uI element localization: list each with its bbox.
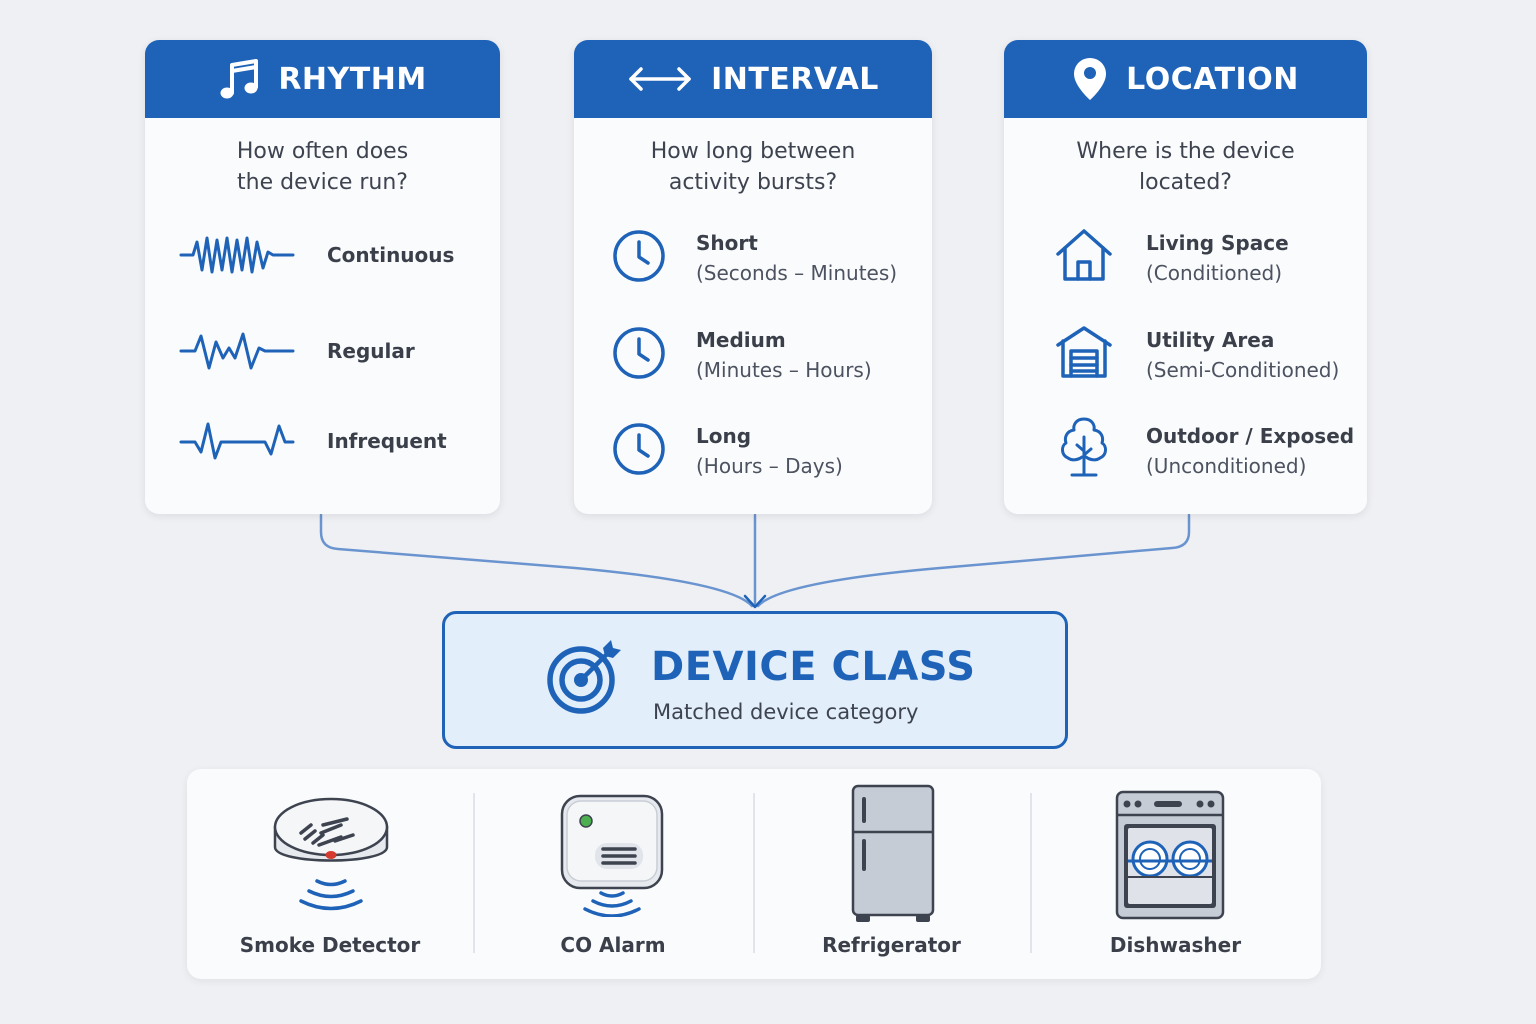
interval-card: INTERVAL How long between activity burst… [574,40,932,514]
rhythm-item-infrequent: Infrequent [145,416,500,466]
target-icon [545,636,625,720]
divider [473,793,475,953]
device-label: Refrigerator [822,933,961,957]
dishwasher-icon [1114,789,1226,929]
interval-item-label: Long [696,424,752,448]
map-pin-icon [1072,56,1108,102]
music-note-icon [218,57,260,101]
connector-arrowhead [743,594,767,609]
interval-item-range: (Hours – Days) [696,454,843,478]
interval-item-text: Long (Hours – Days) [696,421,843,481]
location-item-living-space: Living Space (Conditioned) [1004,224,1367,288]
interval-item-text: Medium (Minutes – Hours) [696,325,872,385]
location-card-header: LOCATION [1004,40,1367,118]
interval-item-medium: Medium (Minutes – Hours) [574,321,932,385]
device-label: CO Alarm [560,933,666,957]
location-item-outdoor: Outdoor / Exposed (Unconditioned) [1004,417,1367,481]
device-class-subtitle: Matched device category [653,700,919,724]
interval-item-long: Long (Hours – Days) [574,417,932,481]
rhythm-card: RHYTHM How often does the device run? Co… [145,40,500,514]
interval-question: How long between activity bursts? [650,139,856,195]
rhythm-card-header: RHYTHM [145,40,500,118]
device-smoke-detector: Smoke Detector [187,769,473,979]
device-refrigerator: Refrigerator [753,769,1030,979]
device-examples-panel: Smoke Detector CO Alarm [187,769,1321,979]
location-item-condition: (Unconditioned) [1146,454,1307,478]
house-icon [1054,226,1114,288]
rhythm-item-label: Regular [327,339,415,363]
rhythm-question: How often does the device run? [236,139,409,195]
interval-item-short: Short (Seconds – Minutes) [574,224,932,288]
clock-icon [611,421,667,481]
interval-card-header: INTERVAL [574,40,932,118]
location-card-title: LOCATION [1126,61,1299,97]
clock-icon [611,325,667,385]
location-card: LOCATION Where is the device located? Li… [1004,40,1367,514]
co-alarm-icon [559,793,665,921]
interval-item-label: Medium [696,328,786,352]
location-item-condition: (Conditioned) [1146,261,1283,285]
clock-icon [611,228,667,288]
infrequent-wave-icon [179,418,295,468]
interval-item-text: Short (Seconds – Minutes) [696,228,897,288]
device-label: Dishwasher [1109,933,1242,957]
location-item-label: Utility Area [1146,328,1275,352]
garage-icon [1054,323,1114,385]
continuous-wave-icon [179,232,295,282]
connector-location [756,513,1191,608]
refrigerator-icon [850,783,936,929]
device-class-title: DEVICE CLASS [651,644,976,690]
connector-rhythm [319,513,754,608]
location-item-text: Utility Area (Semi-Conditioned) [1146,325,1339,385]
regular-wave-icon [179,328,295,378]
location-item-text: Living Space (Conditioned) [1146,228,1289,288]
divider [1030,793,1032,953]
location-item-text: Outdoor / Exposed (Unconditioned) [1146,421,1354,481]
location-item-label: Living Space [1146,231,1289,255]
interval-card-title: INTERVAL [711,61,879,97]
interval-item-label: Short [696,231,758,255]
divider [753,793,755,953]
interval-item-range: (Seconds – Minutes) [696,261,898,285]
location-item-utility-area: Utility Area (Semi-Conditioned) [1004,321,1367,385]
double-arrow-icon [627,64,693,94]
rhythm-item-regular: Regular [145,326,500,376]
interval-item-range: (Minutes – Hours) [696,358,872,382]
smoke-detector-icon [271,793,391,921]
location-item-condition: (Semi-Conditioned) [1146,358,1340,382]
location-question: Where is the device located? [1076,139,1295,195]
rhythm-item-label: Continuous [327,243,455,267]
device-class-box: DEVICE CLASS Matched device category [442,611,1068,749]
device-co-alarm: CO Alarm [473,769,753,979]
rhythm-card-title: RHYTHM [278,61,427,97]
rhythm-item-continuous: Continuous [145,230,500,280]
tree-icon [1056,413,1112,483]
location-item-label: Outdoor / Exposed [1146,424,1355,448]
device-label: Smoke Detector [239,933,421,957]
device-dishwasher: Dishwasher [1030,769,1321,979]
rhythm-item-label: Infrequent [327,429,447,453]
